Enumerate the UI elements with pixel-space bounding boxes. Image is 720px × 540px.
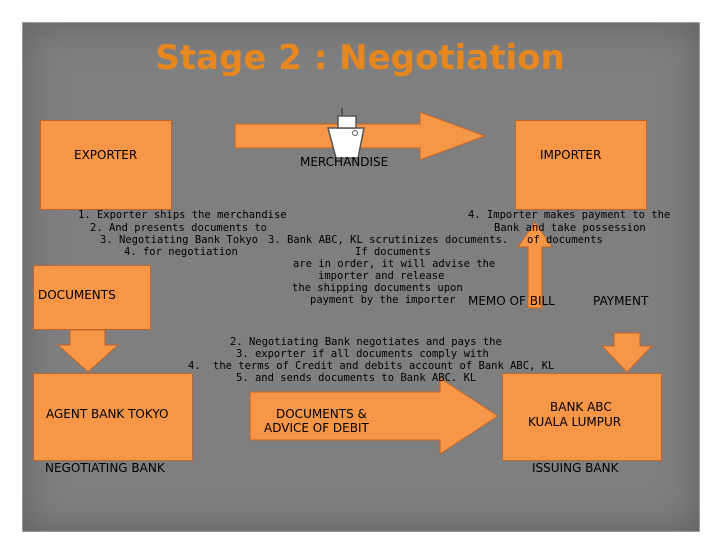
bank-abc-label-2: KUALA LUMPUR <box>528 415 622 429</box>
bank-abc-box <box>502 373 662 461</box>
step-bottom-2: 3. exporter if all documents comply with <box>236 348 489 360</box>
step-bottom-3-num: 4. <box>188 360 201 372</box>
exporter-box <box>40 120 172 210</box>
step-right-3: of documents <box>527 234 603 246</box>
agent-bank-box <box>33 373 193 461</box>
docs-advice-arrow <box>249 377 499 455</box>
payment-down-arrow <box>600 332 654 373</box>
page-title: Stage 2 : Negotiation <box>155 38 565 78</box>
ship-icon <box>327 108 365 159</box>
step-left-1: 1. Exporter ships the merchandise <box>78 209 287 221</box>
documents-box <box>33 265 151 330</box>
step-right-2: Bank and take possession <box>494 222 646 234</box>
importer-box <box>515 120 647 210</box>
step-mid-2: If documents <box>355 246 431 258</box>
docs-advice-label-2: ADVICE OF DEBIT <box>264 421 369 435</box>
step-mid-3: are in order, it will advise the <box>293 258 496 270</box>
step-left-3: 3. Negotiating Bank Tokyo <box>100 234 259 246</box>
documents-down-arrow <box>56 329 120 373</box>
negotiating-bank-label: NEGOTIATING BANK <box>45 461 165 475</box>
step-right-1: 4. Importer makes payment to the <box>468 209 671 221</box>
documents-label: DOCUMENTS <box>38 288 116 302</box>
merchandise-label: MERCHANDISE <box>300 155 389 169</box>
step-bottom-1: 2. Negotiating Bank negotiates and pays … <box>230 336 502 348</box>
step-mid-5: the shipping documents upon <box>292 282 463 294</box>
step-bottom-4: 5. and sends documents to Bank ABC. KL <box>236 372 477 384</box>
docs-advice-label-1: DOCUMENTS & <box>276 407 367 421</box>
step-mid-1: 3. Bank ABC, KL scrutinizes documents. <box>268 234 509 246</box>
memo-up-arrow <box>517 221 553 309</box>
memo-of-bill-label: MEMO OF BILL <box>468 294 555 308</box>
payment-label: PAYMENT <box>593 294 649 308</box>
step-mid-6: payment by the importer <box>310 294 456 306</box>
bank-abc-label-1: BANK ABC <box>550 400 612 414</box>
importer-label: IMPORTER <box>540 148 602 162</box>
step-mid-4: importer and release <box>318 270 445 282</box>
issuing-bank-label: ISSUING BANK <box>532 461 619 475</box>
step-bottom-3: the terms of Credit and debits account o… <box>213 360 555 372</box>
step-left-2: 2. And presents documents to <box>90 222 268 234</box>
agent-bank-label: AGENT BANK TOKYO <box>46 407 169 421</box>
step-left-4: 4. for negotiation <box>124 246 238 258</box>
exporter-label: EXPORTER <box>74 148 138 162</box>
